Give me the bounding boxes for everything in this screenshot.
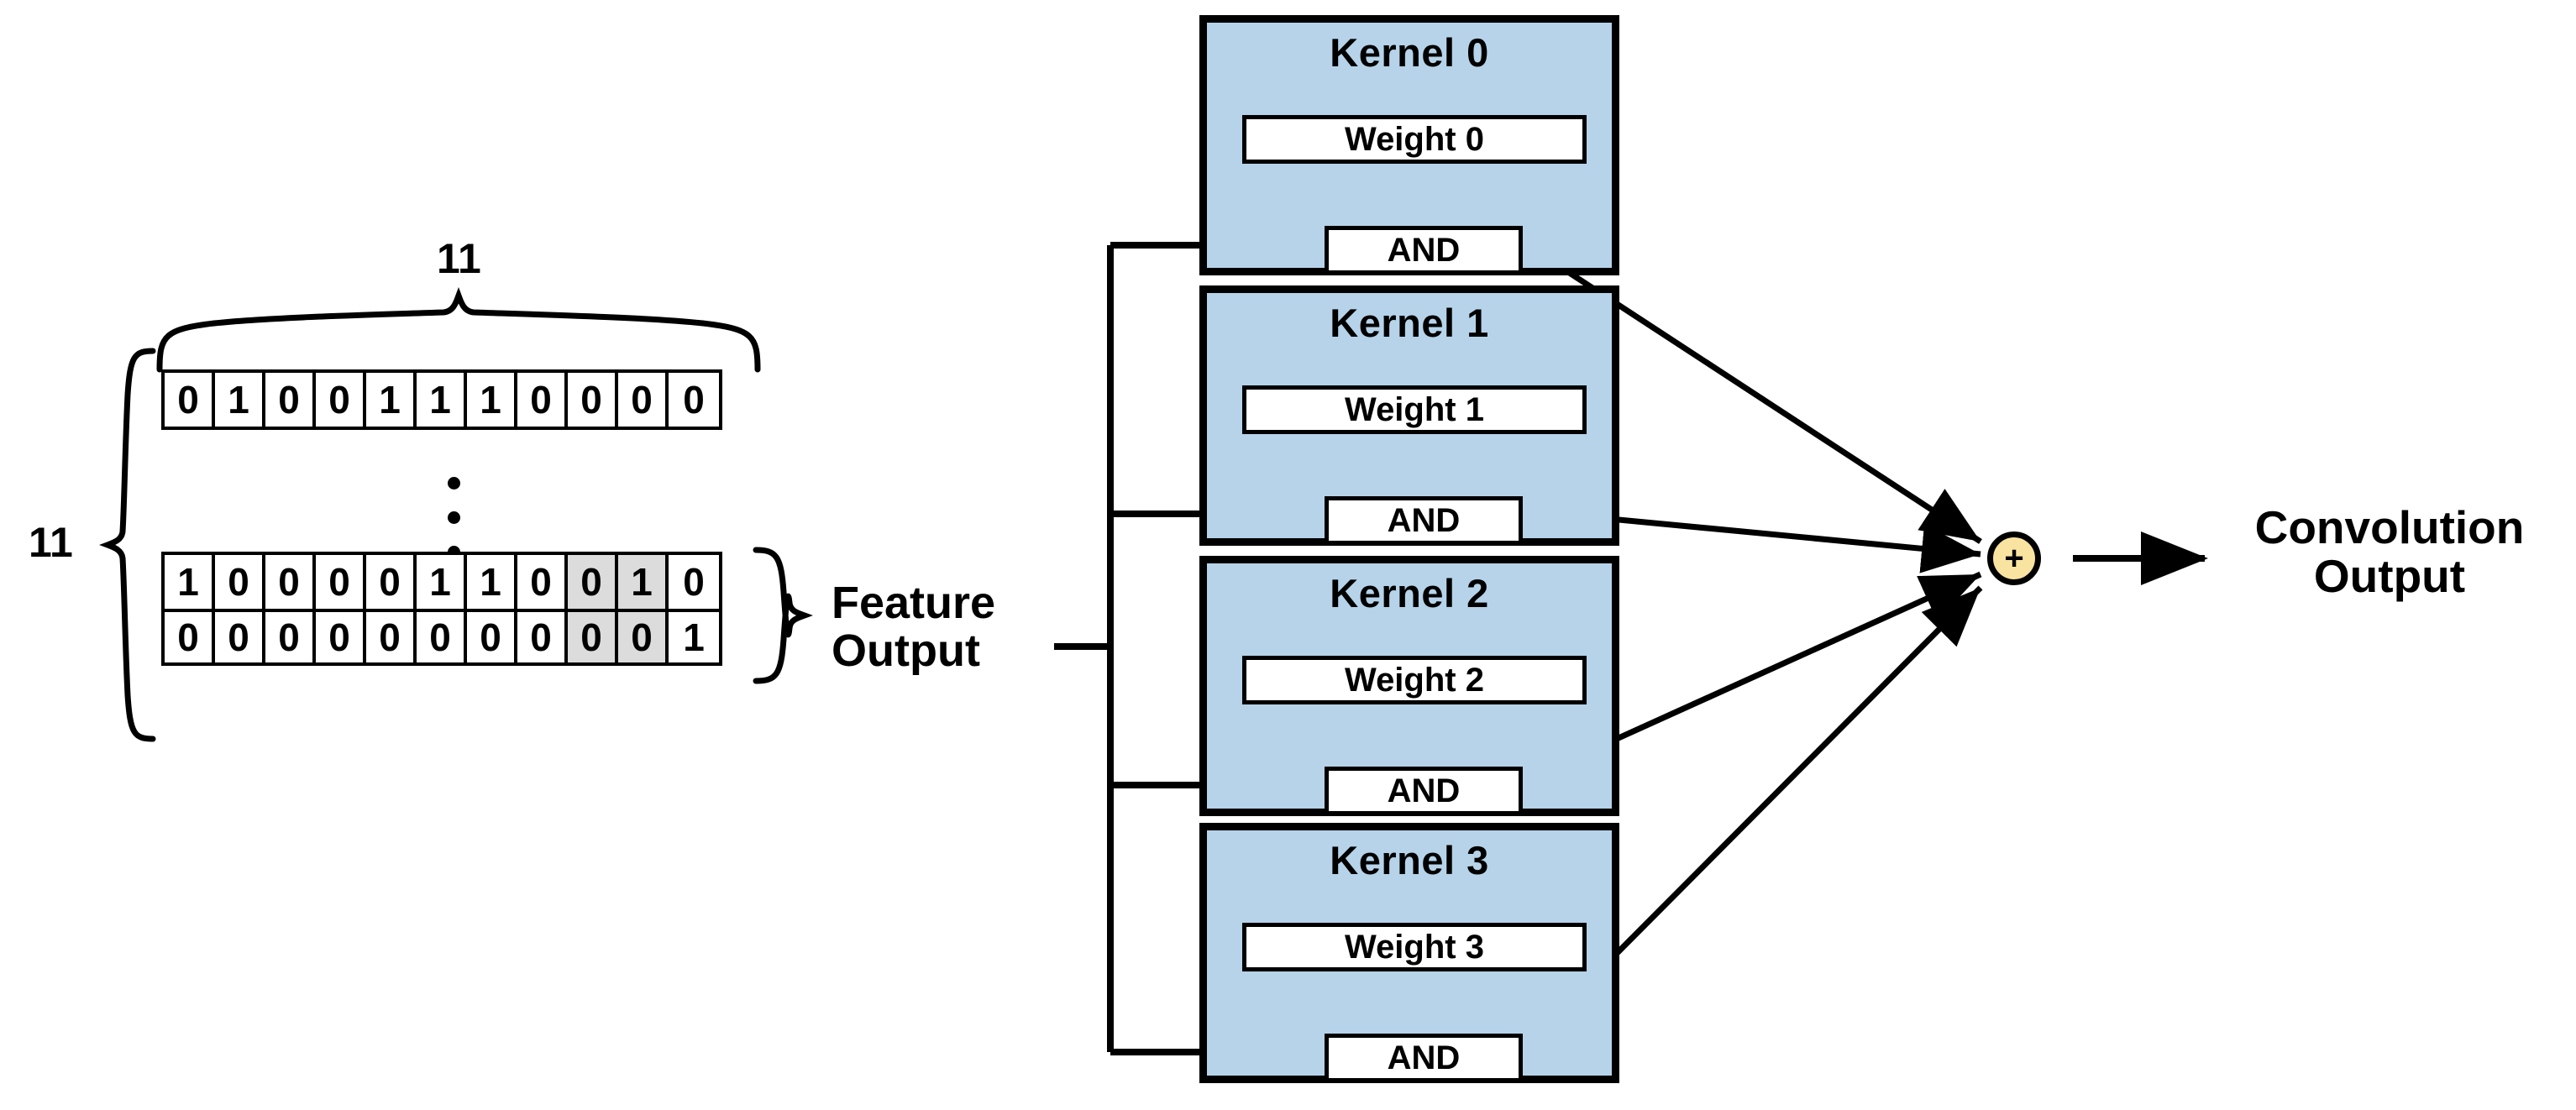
feature-map-cell: 0 [215,609,265,662]
kernel-box-0[interactable]: Kernel 0 Weight 0 AND [1199,15,1619,275]
weight-box-2[interactable]: Weight 2 [1242,656,1587,704]
kernel-title-2: Kernel 2 [1330,571,1489,615]
feature-map-cell: 0 [517,555,568,609]
feature-map-cell: 0 [215,555,265,609]
feature-map-cell: 0 [165,609,215,662]
and-gate-2[interactable]: AND [1325,767,1523,815]
feature-map-cell: 0 [316,373,366,427]
vertical-ellipsis [448,477,460,558]
feature-map-cell: 0 [467,609,517,662]
feature-map-width-label: 11 [437,235,481,282]
feature-map-cell: 0 [417,609,467,662]
brace-top [156,287,761,373]
weight-box-3[interactable]: Weight 3 [1242,923,1587,971]
weight-box-0[interactable]: Weight 0 [1242,115,1587,164]
feature-map-cell: 0 [568,555,618,609]
feature-map-cell: 1 [669,609,719,662]
kernel-title-0: Kernel 0 [1330,30,1489,75]
feature-map-cell: 1 [467,373,517,427]
feature-map-cell: 0 [265,555,316,609]
feature-map-cell: 0 [316,609,366,662]
feature-map-cell: 0 [517,373,568,427]
feature-map-cell: 0 [165,373,215,427]
feature-map-cell: 0 [366,609,417,662]
convolution-output-line2: Output [2313,549,2466,602]
feature-map-cell: 0 [618,373,669,427]
kernel-title-3: Kernel 3 [1330,838,1489,882]
feature-map-cell: 0 [366,555,417,609]
feature-map-cell: 0 [618,609,669,662]
feature-map-cell: 1 [366,373,417,427]
feature-output-label: Feature Output [832,579,1041,674]
feature-map-cell: 0 [568,373,618,427]
feature-map-height-label: 11 [29,519,73,566]
feature-map-cell: 1 [618,555,669,609]
and-gate-1[interactable]: AND [1325,496,1523,545]
feature-map-cell: 0 [316,555,366,609]
and-gate-3[interactable]: AND [1325,1034,1523,1082]
convolution-output-label: Convolution Output [2213,501,2566,602]
feature-map-cell: 0 [265,373,316,427]
kernel-title-1: Kernel 1 [1330,301,1489,345]
feature-map-cell: 1 [417,555,467,609]
feature-map-cell: 1 [417,373,467,427]
kernel-box-3[interactable]: Kernel 3 Weight 3 AND [1199,823,1619,1083]
weight-box-1[interactable]: Weight 1 [1242,385,1587,434]
brace-feature-output [753,547,813,684]
summation-node[interactable]: + [1987,531,2041,585]
feature-map-cell: 1 [165,555,215,609]
feature-map-cell: 0 [669,555,719,609]
feature-map-cell: 1 [467,555,517,609]
convolution-output-line1: Convolution [2254,501,2525,553]
feature-output-label-line1: Feature [832,578,996,628]
feature-map-cell: 0 [669,373,719,427]
kernel-box-1[interactable]: Kernel 1 Weight 1 AND [1199,285,1619,546]
brace-left [99,348,156,742]
feature-map-cell: 0 [265,609,316,662]
feature-output-bus [1054,245,1114,1052]
feature-output-label-line2: Output [832,625,980,676]
feature-map-cell: 1 [215,373,265,427]
kernel-box-2[interactable]: Kernel 2 Weight 2 AND [1199,556,1619,816]
feature-map-cell: 0 [517,609,568,662]
feature-map-cell: 0 [568,609,618,662]
and-gate-0[interactable]: AND [1325,226,1523,275]
